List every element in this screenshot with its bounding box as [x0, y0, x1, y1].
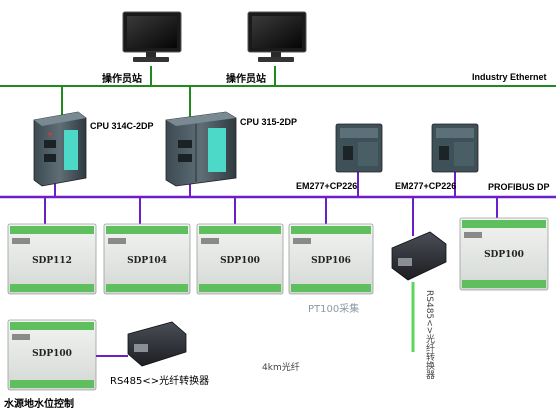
workstation-1-label: 操作员站	[102, 74, 142, 85]
pt100-label: PT100采集	[308, 304, 360, 315]
io-module-6-label: SDP100	[32, 349, 72, 359]
gateway-1	[335, 123, 383, 173]
io-module-1	[7, 223, 97, 295]
io-module-2	[103, 223, 191, 295]
workstation-2	[247, 11, 307, 62]
io-module-4	[288, 223, 374, 295]
ethernet-label: Industry Ethernet	[472, 72, 547, 82]
gateway-2-label: EM277+CP226	[395, 181, 457, 191]
converter-right	[391, 231, 447, 281]
cpu-2-label: CPU 315-2DP	[240, 117, 298, 127]
converter-right-label: RS485<>光纤转换器	[424, 290, 434, 380]
converter-left	[127, 321, 187, 367]
cpu-314c	[33, 111, 87, 187]
cpu-1-label: CPU 314C-2DP	[90, 121, 154, 131]
converter-left-label: RS485<>光纤转换器	[110, 376, 210, 387]
workstation-2-label: 操作员站	[226, 74, 266, 85]
io-module-3	[196, 223, 284, 295]
gateway-2	[431, 123, 479, 173]
water-level-label: 水源地水位控制	[4, 399, 74, 410]
io-module-5-label: SDP100	[484, 250, 524, 260]
profibus-label: PROFIBUS DP	[488, 182, 550, 192]
io-module-3-label: SDP100	[220, 256, 260, 266]
io-module-5	[459, 217, 549, 291]
cpu-315	[165, 111, 237, 187]
io-module-4-label: SDP106	[311, 256, 351, 266]
workstation-1	[122, 11, 182, 62]
gateway-1-label: EM277+CP226	[296, 181, 358, 191]
io-module-1-label: SDP112	[32, 256, 72, 266]
io-module-2-label: SDP104	[127, 256, 167, 266]
io-module-6	[7, 319, 97, 391]
fiber-label: 4km光纤	[262, 363, 300, 373]
